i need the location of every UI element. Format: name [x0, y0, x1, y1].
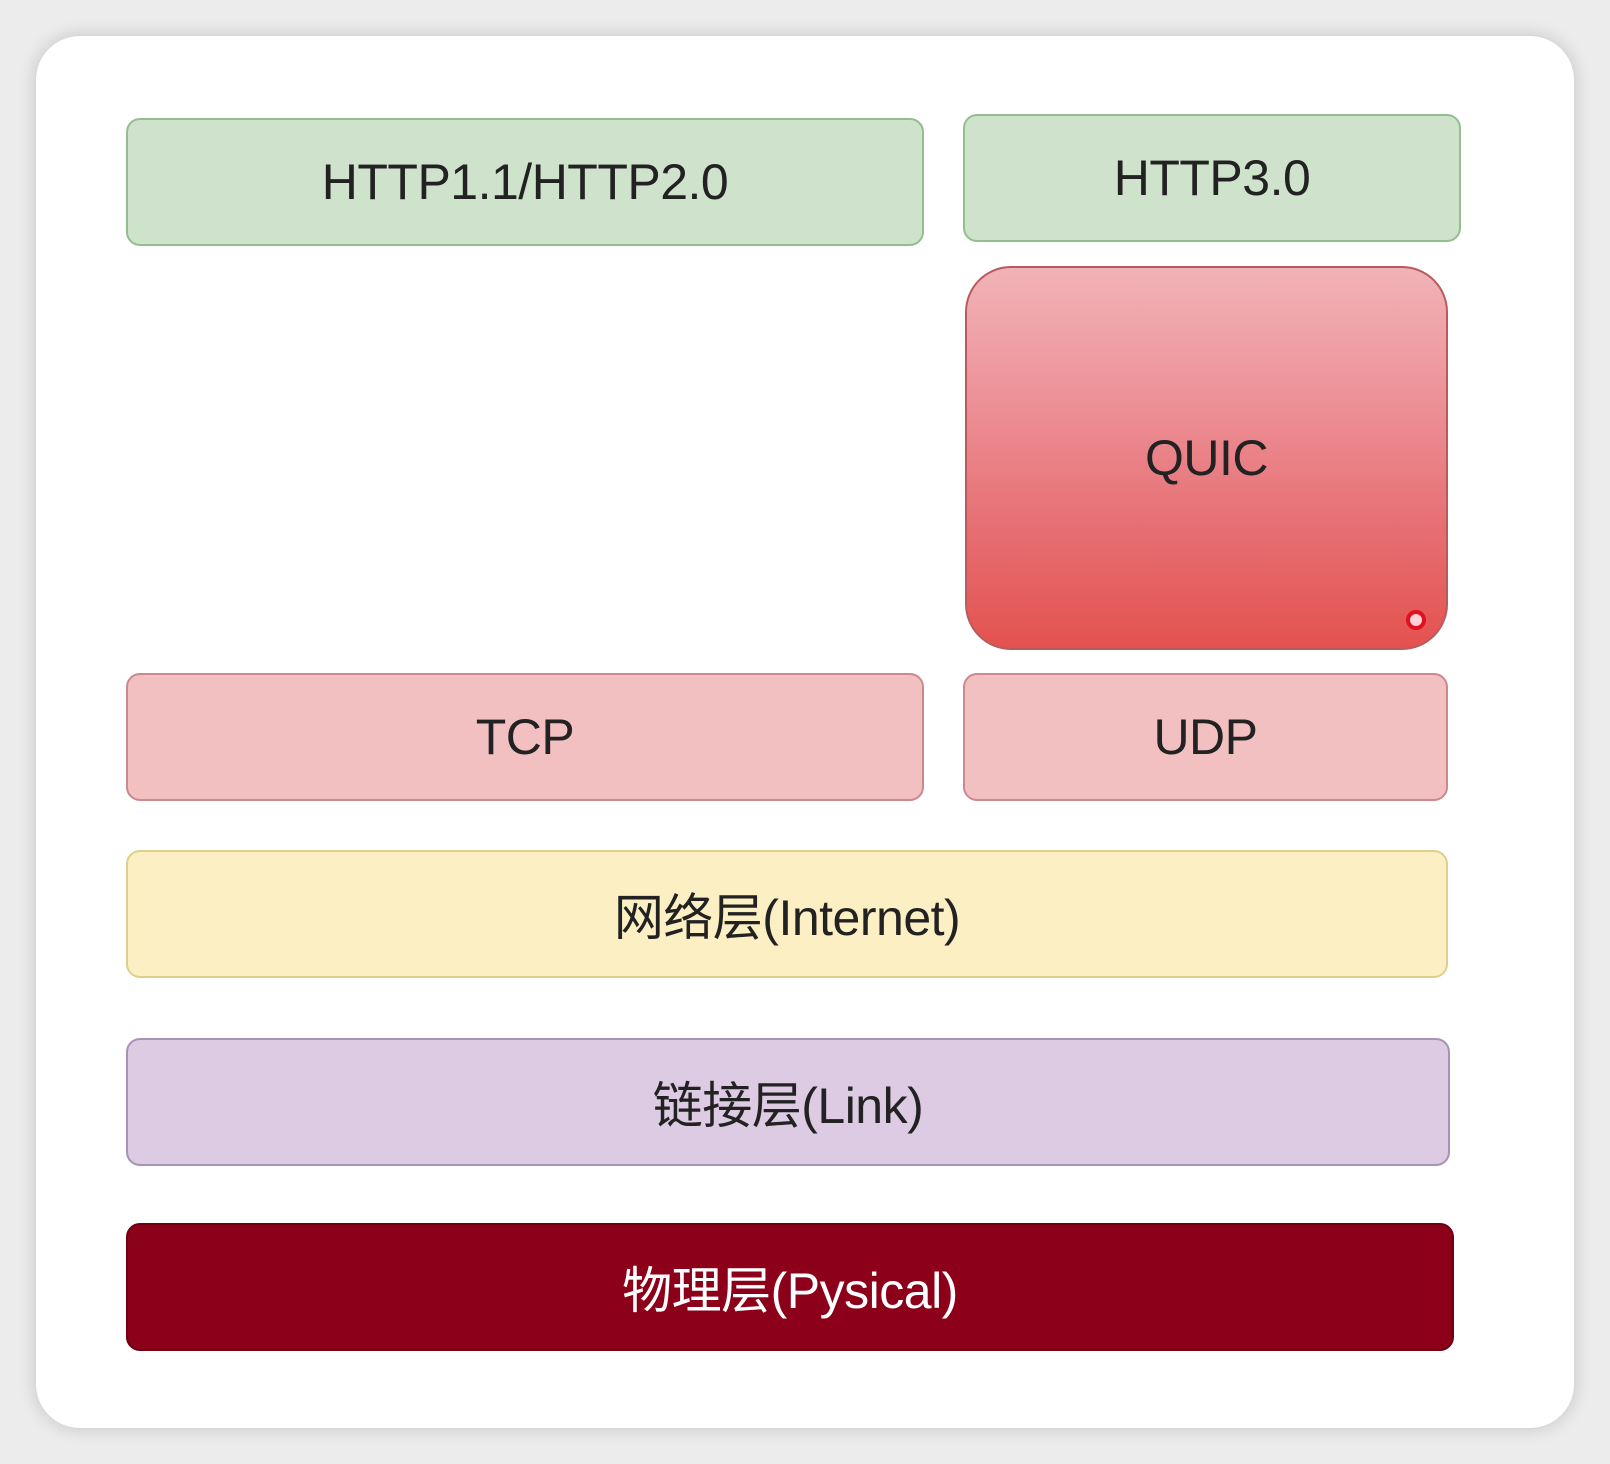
http3-layer: HTTP3.0 — [963, 114, 1461, 242]
http11-http2-layer: HTTP1.1/HTTP2.0 — [126, 118, 924, 246]
http11-http2-label: HTTP1.1/HTTP2.0 — [321, 154, 729, 210]
internet-label: 网络层(Internet) — [613, 890, 961, 946]
quic-label: QUIC — [1145, 430, 1269, 486]
physical-layer: 物理层(Pysical) — [126, 1223, 1454, 1351]
quic-layer: QUIC — [965, 266, 1448, 650]
cursor-marker-icon — [1406, 610, 1426, 630]
udp-layer: UDP — [963, 673, 1448, 801]
udp-label: UDP — [1153, 709, 1258, 765]
tcp-layer: TCP — [126, 673, 924, 801]
tcp-label: TCP — [475, 709, 575, 765]
link-layer: 链接层(Link) — [126, 1038, 1450, 1166]
physical-label: 物理层(Pysical) — [622, 1263, 958, 1319]
http3-label: HTTP3.0 — [1113, 150, 1311, 206]
link-label: 链接层(Link) — [652, 1078, 924, 1134]
internet-layer: 网络层(Internet) — [126, 850, 1448, 978]
